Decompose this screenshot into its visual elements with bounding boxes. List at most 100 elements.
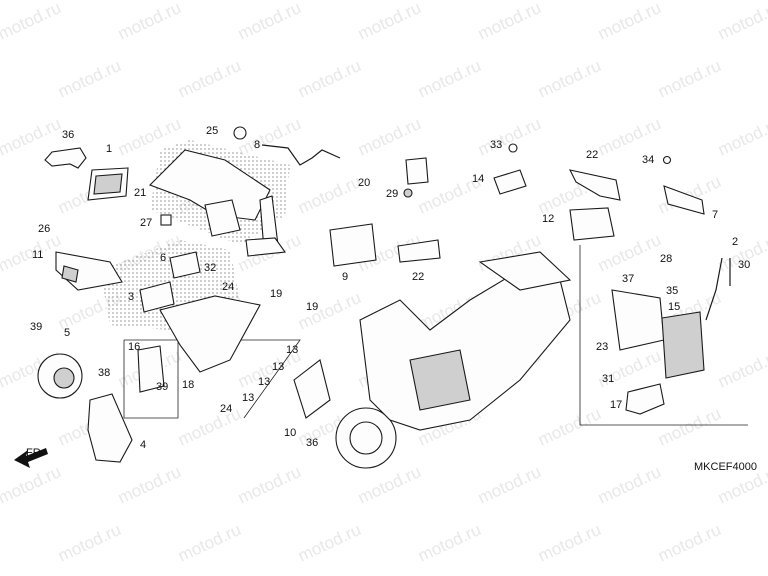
callout-22b: 22 <box>586 149 598 161</box>
callout-21: 21 <box>134 187 146 199</box>
callout-8: 8 <box>254 139 260 151</box>
watermark-text: motod.ru <box>415 56 484 102</box>
callout-32: 32 <box>204 262 216 274</box>
callout-18: 18 <box>182 379 194 391</box>
watermark-text: motod.ru <box>535 56 604 102</box>
part-6-relay <box>169 251 201 279</box>
callout-4: 4 <box>140 439 146 451</box>
watermark-text: motod.ru <box>175 520 244 566</box>
part-33-bolt <box>508 143 518 153</box>
watermark-text: motod.ru <box>55 520 124 566</box>
callout-36: 36 <box>62 129 74 141</box>
callout-30: 30 <box>738 259 750 271</box>
part-12-box <box>569 207 615 241</box>
callout-38: 38 <box>98 367 110 379</box>
callout-14: 14 <box>472 173 484 185</box>
watermark-text: motod.ru <box>715 0 768 44</box>
diagram-code: MKCEF4000 <box>694 461 757 473</box>
watermark-text: motod.ru <box>595 462 664 508</box>
callout-26: 26 <box>38 223 50 235</box>
part-15-cover <box>611 289 665 351</box>
front-direction-arrow <box>14 448 48 468</box>
watermark-text: motod.ru <box>175 404 244 450</box>
watermark-text: motod.ru <box>115 462 184 508</box>
callout-22: 22 <box>412 271 424 283</box>
part-10-cover <box>293 359 331 419</box>
inset-box-16 <box>123 339 179 419</box>
callout-27: 27 <box>140 217 152 229</box>
watermark-text: motod.ru <box>655 520 724 566</box>
watermark-text: motod.ru <box>595 0 664 44</box>
callout-36b: 36 <box>306 437 318 449</box>
callout-23: 23 <box>596 341 608 353</box>
part-9-module <box>329 223 377 267</box>
callout-37: 37 <box>622 273 634 285</box>
inset-box-13 <box>238 339 301 419</box>
callout-13a: 13 <box>286 344 298 356</box>
part-21-bracket <box>149 149 286 257</box>
part-22-cover-lower <box>397 239 441 263</box>
part-17-cover <box>625 383 665 415</box>
watermark-text: motod.ru <box>55 56 124 102</box>
part-2-wiring <box>705 257 731 321</box>
part-7-bracket <box>663 185 705 215</box>
part-20-sensor <box>405 157 429 185</box>
watermark-text: motod.ru <box>475 462 544 508</box>
watermark-text: motod.ru <box>355 114 424 160</box>
watermark-text: motod.ru <box>235 0 304 44</box>
part-14-bracket <box>493 169 527 195</box>
part-18-bracket <box>159 295 261 373</box>
watermark-text: motod.ru <box>595 114 664 160</box>
watermark-text: motod.ru <box>235 462 304 508</box>
watermark-text: motod.ru <box>175 56 244 102</box>
direction-label: FR. <box>26 447 44 459</box>
callout-19: 19 <box>270 288 282 300</box>
callout-6: 6 <box>160 252 166 264</box>
part-25-screw <box>233 126 247 140</box>
watermark-text: motod.ru <box>715 114 768 160</box>
watermark-text: motod.ru <box>655 404 724 450</box>
watermark-text: motod.ru <box>0 0 64 44</box>
watermark-text: motod.ru <box>715 346 768 392</box>
watermark-text: motod.ru <box>475 114 544 160</box>
callout-layer: 36 1 21 27 26 11 6 3 25 8 32 24 19 19 9 … <box>26 125 757 473</box>
watermark-text: motod.ru <box>0 462 64 508</box>
callout-25: 25 <box>206 125 218 137</box>
watermark-text: motod.ru <box>535 520 604 566</box>
part-27-clip <box>160 214 172 226</box>
callout-1: 1 <box>106 143 112 155</box>
callout-34: 34 <box>642 154 654 166</box>
callout-10: 10 <box>284 427 296 439</box>
watermark-text: motod.ru <box>295 172 364 218</box>
part-34-bolt <box>662 155 672 165</box>
callout-2: 2 <box>732 236 738 248</box>
callout-3: 3 <box>128 291 134 303</box>
callout-39: 39 <box>30 321 42 333</box>
watermark-text: motod.ru <box>415 520 484 566</box>
watermark-text: motod.ru <box>475 0 544 44</box>
callout-33: 33 <box>490 139 502 151</box>
part-36-strap <box>44 147 87 169</box>
watermark-text: motod.ru <box>115 0 184 44</box>
callout-9: 9 <box>342 271 348 283</box>
watermark-text: motod.ru <box>655 56 724 102</box>
callout-13b: 13 <box>272 361 284 373</box>
part-15-regulator <box>661 311 705 379</box>
callout-7: 7 <box>712 209 718 221</box>
watermark-text: motod.ru <box>235 114 304 160</box>
part-3-relay <box>139 281 175 313</box>
watermark-text: motod.ru <box>295 56 364 102</box>
watermark-text: motod.ru <box>355 0 424 44</box>
part-11-ecu <box>55 251 123 291</box>
part-22-cover-upper <box>568 169 621 201</box>
callout-31: 31 <box>602 373 614 385</box>
watermark-text: motod.ru <box>535 404 604 450</box>
part-8-cable <box>261 144 341 166</box>
callout-16: 16 <box>128 341 140 353</box>
callout-24: 24 <box>222 281 234 293</box>
callout-17: 17 <box>610 399 622 411</box>
motorcycle-outline <box>335 251 572 469</box>
callout-13d: 13 <box>242 392 254 404</box>
